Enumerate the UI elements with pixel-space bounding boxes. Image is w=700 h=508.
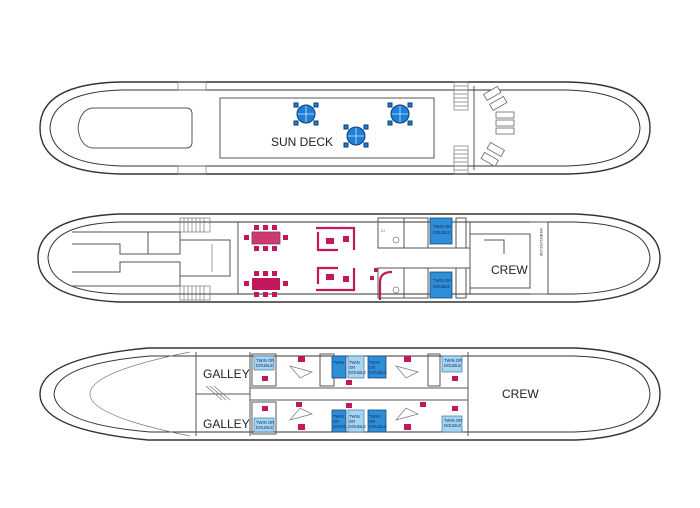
svg-text:DOUBLE: DOUBLE bbox=[349, 370, 366, 375]
svg-text:TWIN: TWIN bbox=[349, 414, 360, 419]
dining-table-icon bbox=[244, 271, 288, 297]
svg-text:DOUBLE: DOUBLE bbox=[444, 423, 461, 428]
staircase-icon bbox=[179, 285, 211, 301]
svg-text:TWIN OR: TWIN OR bbox=[256, 358, 274, 363]
wheelhouse bbox=[530, 221, 549, 295]
svg-text:DOUBLE: DOUBLE bbox=[256, 363, 273, 368]
sun-deck-area bbox=[219, 97, 435, 159]
svg-text:OR: OR bbox=[349, 365, 355, 370]
forward-bench bbox=[77, 107, 193, 149]
bow-curve bbox=[89, 351, 191, 437]
svg-text:TWIN: TWIN bbox=[369, 414, 380, 419]
lounge-sofa-top bbox=[316, 226, 356, 252]
svg-text:TWIN OR: TWIN OR bbox=[256, 420, 274, 425]
fore-room-top bbox=[72, 231, 181, 255]
svg-text:DOUBLE: DOUBLE bbox=[369, 370, 386, 375]
closet-top bbox=[455, 217, 467, 249]
svg-text:OR: OR bbox=[369, 419, 375, 424]
svg-text:OR: OR bbox=[349, 419, 355, 424]
bar-counter bbox=[378, 270, 393, 300]
bar-stool bbox=[374, 268, 378, 272]
cabin-wash-top bbox=[403, 217, 429, 249]
sun-deck-label: SUN DECK bbox=[271, 135, 333, 149]
svg-text:TWIN OR: TWIN OR bbox=[444, 418, 462, 423]
svg-text:TWIN: TWIN bbox=[349, 360, 360, 365]
svg-text:TWIN: TWIN bbox=[333, 414, 344, 419]
lower-deck-hull-inner bbox=[53, 355, 651, 433]
galley-label-top: GALLEY bbox=[203, 367, 250, 381]
umbrella-table-icon bbox=[343, 124, 369, 148]
bed-icon: TWIN bbox=[331, 355, 347, 379]
svg-text:DOUBLE: DOUBLE bbox=[349, 424, 366, 429]
sun-deck-level: SUN DECK bbox=[39, 81, 651, 175]
svg-text:TWIN: TWIN bbox=[333, 360, 344, 365]
stair-landing bbox=[180, 239, 231, 277]
svg-text:DOUBLE: DOUBLE bbox=[433, 284, 450, 289]
crew-label-main: CREW bbox=[491, 263, 528, 277]
closet-bottom bbox=[455, 267, 467, 299]
sink-icon bbox=[392, 286, 400, 294]
svg-text:OR: OR bbox=[369, 365, 375, 370]
wheelhouse-label: WHEELHOUSE bbox=[539, 228, 544, 257]
fore-room-bottom bbox=[72, 261, 181, 287]
svg-text:OR: OR bbox=[333, 419, 339, 424]
umbrella-table-icon bbox=[387, 102, 413, 126]
staircase-icon bbox=[205, 385, 231, 401]
svg-text:DOUBLE: DOUBLE bbox=[369, 424, 386, 429]
staircase-icon bbox=[179, 217, 211, 233]
washroom-label: ☐ bbox=[381, 228, 385, 233]
svg-text:TWIN OR: TWIN OR bbox=[433, 278, 451, 283]
galley-label-bottom: GALLEY bbox=[203, 417, 250, 431]
svg-text:TWIN OR: TWIN OR bbox=[444, 358, 462, 363]
svg-text:DOUBLE: DOUBLE bbox=[333, 424, 350, 429]
svg-text:DOUBLE: DOUBLE bbox=[256, 425, 273, 430]
crew-door bbox=[484, 239, 505, 254]
svg-text:TWIN: TWIN bbox=[369, 360, 380, 365]
svg-text:DOUBLE: DOUBLE bbox=[444, 363, 461, 368]
bar-stool bbox=[370, 276, 374, 280]
lounge-sofa-bottom bbox=[316, 266, 356, 292]
sun-deck-hull-inner bbox=[49, 89, 641, 167]
main-deck-hull-inner bbox=[47, 221, 651, 295]
sun-lounger-icon bbox=[480, 85, 515, 168]
main-deck-hull bbox=[37, 213, 661, 303]
lower-deck-hull bbox=[39, 347, 661, 441]
staircase-icon bbox=[453, 81, 469, 111]
dining-table-icon bbox=[244, 225, 288, 251]
cabin-wash-bottom bbox=[403, 267, 429, 299]
crew-label-lower: CREW bbox=[502, 387, 539, 401]
sink-icon bbox=[392, 236, 400, 244]
railing-bottom bbox=[177, 165, 207, 175]
svg-text:TWIN OR: TWIN OR bbox=[433, 224, 451, 229]
svg-text:DOUBLE: DOUBLE bbox=[433, 230, 450, 235]
railing-top bbox=[177, 81, 207, 91]
umbrella-table-icon bbox=[293, 102, 319, 126]
staircase-icon bbox=[453, 145, 469, 175]
